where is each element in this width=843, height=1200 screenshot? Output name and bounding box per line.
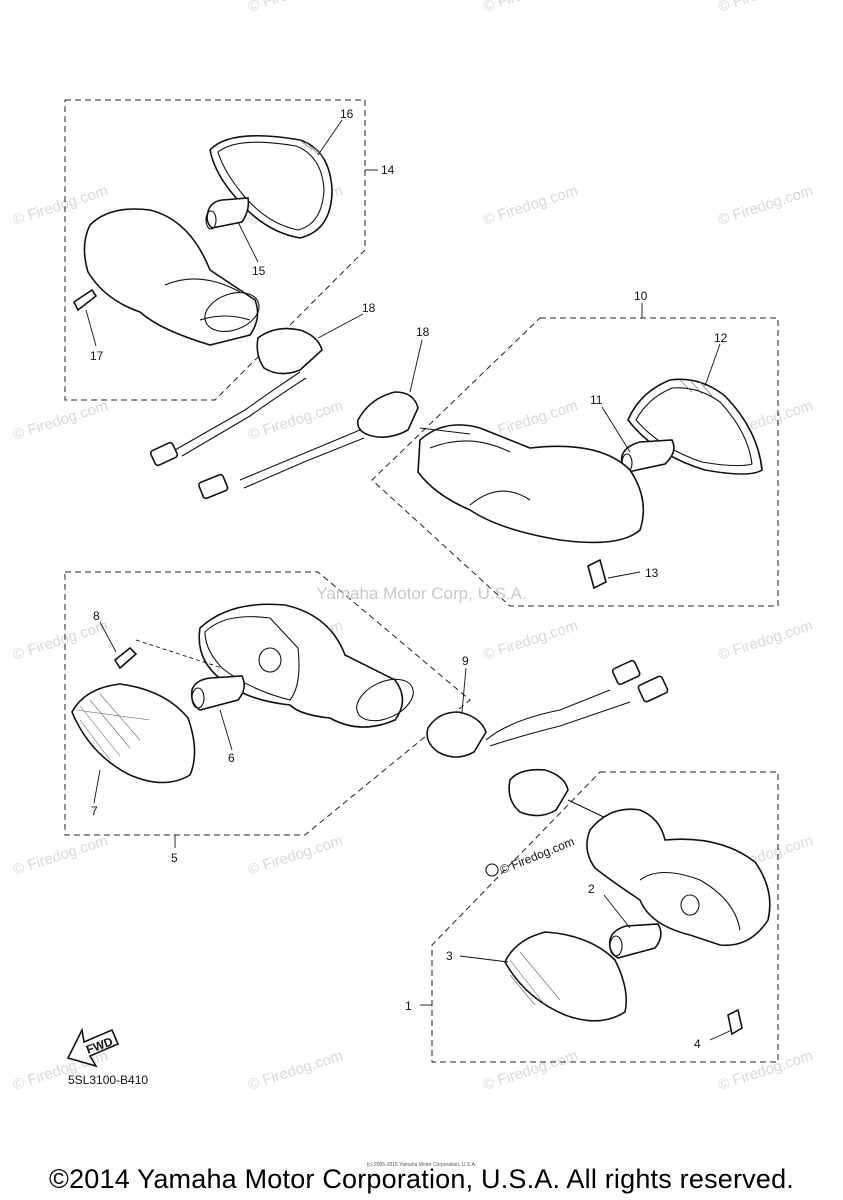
callout-4: 4 [694,1037,701,1051]
housing-1 [586,808,771,947]
grommet-18a [256,327,323,375]
connector-10 [198,473,229,500]
leader-lines [85,119,721,963]
assembly-1: © Firedog.com [420,768,779,1063]
callout-18a: 18 [362,301,376,315]
watermark: © Firedog.com [716,1047,815,1094]
callout-17: 17 [90,349,104,363]
bulb-2 [608,923,662,959]
callout-6: 6 [228,751,235,765]
callout-numbers: 1 2 3 4 5 6 7 8 9 10 11 12 13 14 15 16 1… [90,107,728,1051]
grommet-1 [508,768,569,817]
diagram-code: 5SL3100-B410 [68,1073,149,1087]
watermark: © Firedog.com [716,0,815,16]
assembly-10 [198,303,779,607]
tiny-copyright: (c) 2005-2015 Yamaha Motor Corporation, … [366,1162,477,1168]
callout-1: 1 [405,999,412,1013]
watermark: © Firedog.com [481,617,580,664]
bulb-11 [620,439,675,473]
callout-16: 16 [340,107,354,121]
housing-14 [83,208,259,346]
watermark: © Firedog.com [481,0,580,16]
watermark: © Firedog.com [11,617,110,664]
callout-5: 5 [171,851,178,865]
watermark: © Firedog.com [246,0,345,16]
watermark: © Firedog.com [246,397,345,444]
callout-10: 10 [634,289,648,303]
lens-7 [71,683,196,784]
lens-3 [504,931,628,1022]
connector-14 [149,441,179,467]
callout-13: 13 [645,566,659,580]
connector-5a [611,659,641,686]
fwd-arrow: FWD [66,1027,120,1068]
watermark: © Firedog.com [11,832,110,879]
copyright-footer: ©2014 Yamaha Motor Corporation, U.S.A. A… [48,1164,795,1194]
assembly-5 [64,571,669,848]
callout-11: 11 [590,393,603,407]
callout-12: 12 [714,331,728,345]
callout-18b: 18 [416,325,430,339]
callout-3: 3 [446,949,453,963]
screw-17 [72,288,98,312]
watermark: © Firedog.com [481,1047,580,1094]
callout-15: 15 [252,264,266,278]
watermark: © Firedog.com [246,1047,345,1094]
watermark: © Firedog.com [11,397,110,444]
assembly-14 [64,99,378,467]
screw-13 [587,558,607,590]
watermark: © Firedog.com [246,832,345,879]
housing-10 [417,424,645,544]
screw-4 [727,1008,743,1036]
screw-8 [113,646,138,670]
watermark: © Firedog.com [716,182,815,229]
connector-5b [637,675,669,703]
firedog-stamp: © Firedog.com [498,834,576,877]
watermark: © Firedog.com [716,617,815,664]
callout-2: 2 [588,882,595,896]
watermark: © Firedog.com [481,182,580,229]
housing-5 [198,603,404,728]
grommet-18b [356,391,419,438]
bulb-15 [206,197,250,229]
center-watermark: Yamaha Motor Corp, U.S.A. [316,584,527,603]
grommet-9 [426,711,487,758]
callout-7: 7 [91,804,98,818]
callout-9: 9 [462,654,469,668]
callout-14: 14 [381,163,395,177]
bulb-6 [190,675,246,711]
callout-8: 8 [93,609,100,623]
